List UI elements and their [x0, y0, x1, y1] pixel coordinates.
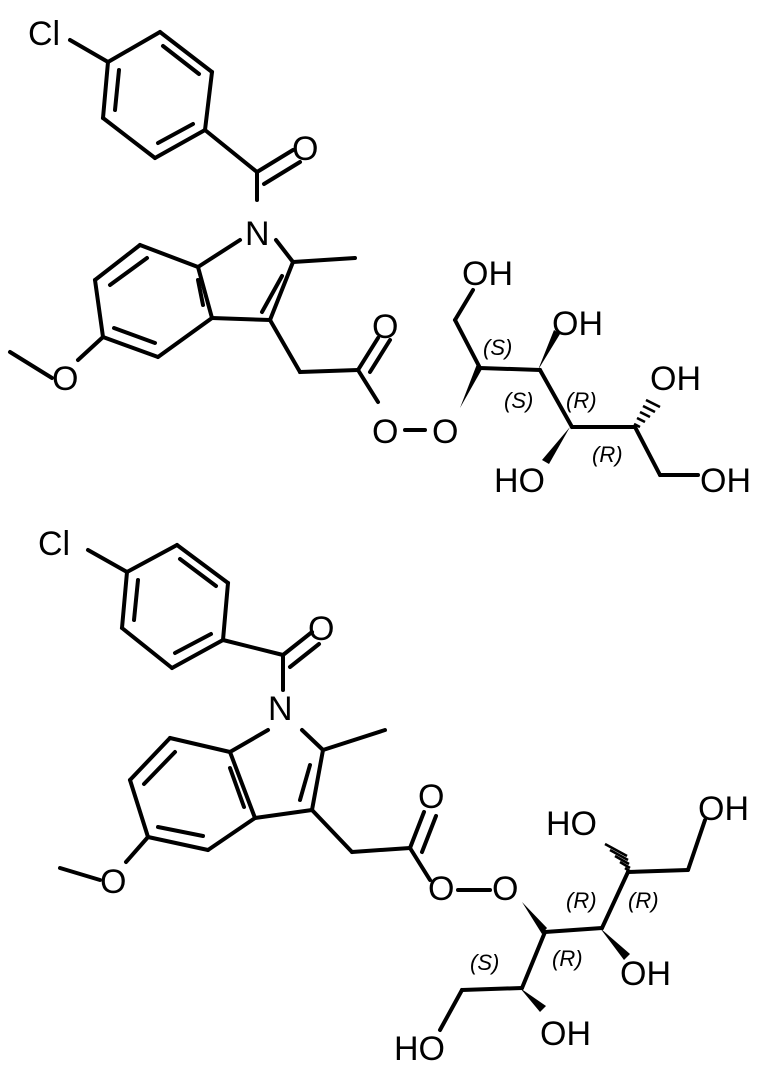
atom-label-o-ketone: O	[292, 130, 318, 168]
chlorophenyl-ring-bottom	[120, 543, 230, 670]
hashed-bond-top	[633, 398, 661, 429]
atom-label-oh-terminal: OH	[700, 462, 751, 500]
atom-label-oh-terminal: OH	[698, 790, 749, 828]
chlorophenyl-ring-top	[101, 30, 214, 160]
structure-bottom	[58, 543, 707, 1032]
atom-label-ho-c5: HO	[546, 805, 597, 843]
atom-label-oh-c5: OH	[650, 360, 701, 398]
atom-label-cl: Cl	[28, 15, 60, 53]
atom-label-o-peroxide-1: O	[372, 413, 398, 451]
atom-label-cl: Cl	[38, 525, 70, 563]
atom-label-o-methoxy: O	[100, 863, 126, 901]
atom-label-o-peroxide-1: O	[428, 870, 454, 908]
atom-label-ho-c4: HO	[494, 462, 545, 500]
stereo-descriptor: (S)	[470, 950, 499, 975]
atom-label-n: N	[268, 690, 293, 728]
stereo-descriptor: (R)	[552, 946, 583, 971]
stereo-descriptor: (R)	[566, 888, 597, 913]
atom-label-oh-c2: OH	[540, 1015, 591, 1053]
atom-label-o-ester-carbonyl: O	[372, 308, 398, 346]
atom-label-o-peroxide-2: O	[492, 870, 518, 908]
structure-top	[8, 30, 700, 477]
atom-label-oh-c3: OH	[552, 305, 603, 343]
stereo-descriptor: (S)	[504, 388, 533, 413]
atom-label-o-peroxide-2: O	[432, 413, 458, 451]
hashed-bond-bottom	[604, 842, 632, 874]
atom-label-o-methoxy: O	[52, 360, 78, 398]
stereo-descriptor: (R)	[592, 442, 623, 467]
stereo-descriptor: (R)	[566, 388, 597, 413]
atom-label-o-ketone: O	[308, 610, 334, 648]
stereo-labels: (S) (S) (R) (R) (R) (R) (R) (S)	[470, 335, 659, 975]
stereo-descriptor: (S)	[483, 335, 512, 360]
stereo-descriptor: (R)	[628, 888, 659, 913]
atom-label-oh-top: OH	[462, 255, 513, 293]
atom-label-o-ester-carbonyl: O	[418, 778, 444, 816]
atom-label-ho-bottom: HO	[394, 1030, 445, 1068]
atom-label-n: N	[245, 215, 270, 253]
atom-label-oh-c4: OH	[620, 955, 671, 993]
